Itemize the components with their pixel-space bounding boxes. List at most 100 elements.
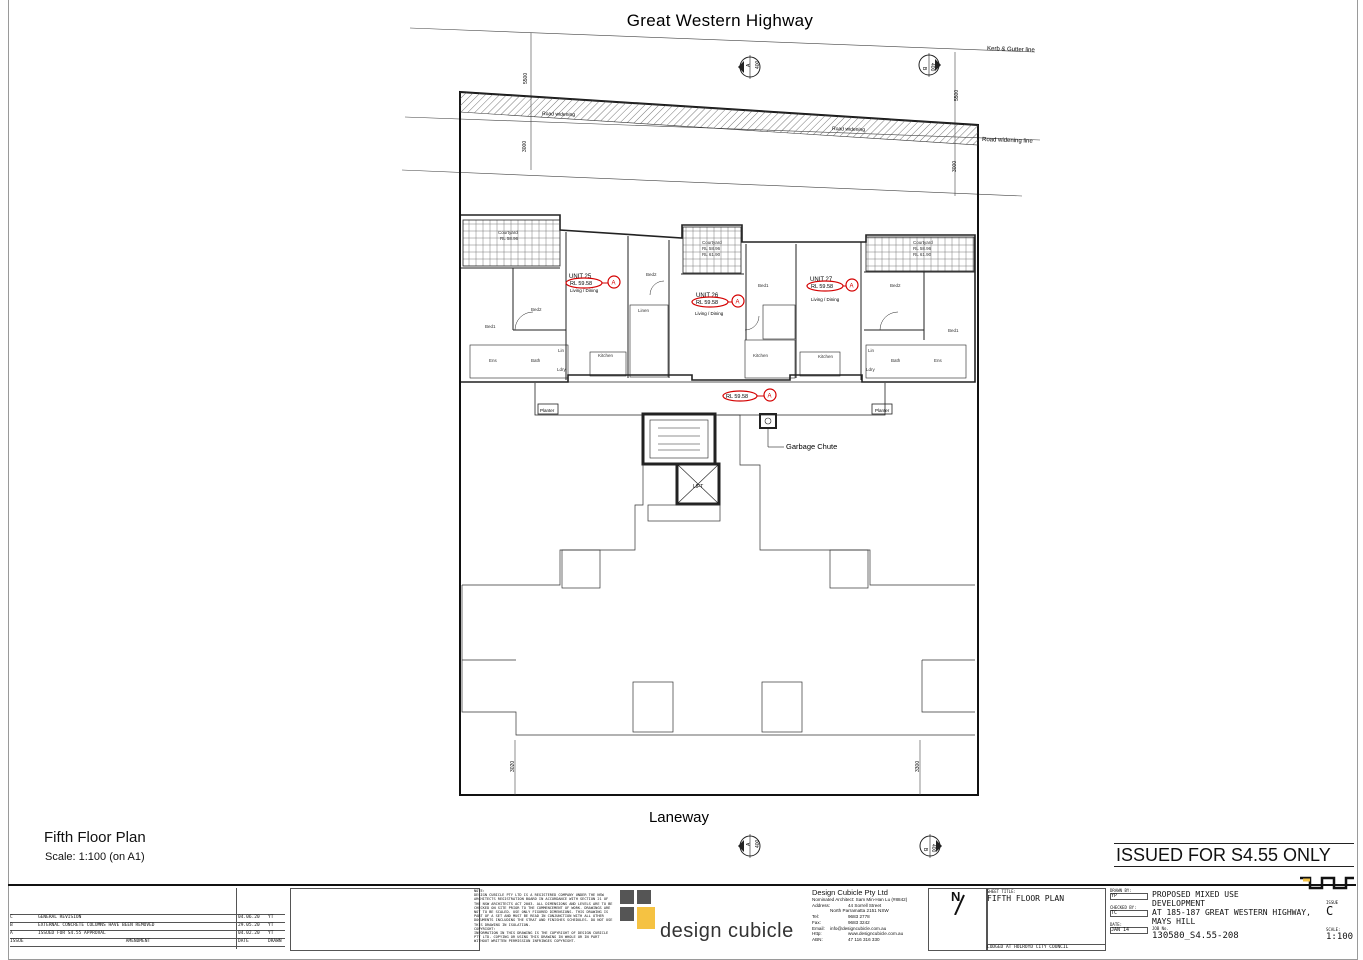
svg-text:Courtyard: Courtyard	[702, 240, 722, 245]
svg-text:Bed1: Bed1	[485, 324, 496, 329]
section-marker-b-top: B 400	[918, 53, 941, 77]
svg-text:400: 400	[755, 839, 761, 848]
svg-text:RL 58.96: RL 58.96	[500, 236, 519, 241]
svg-text:B: B	[922, 848, 928, 852]
svg-text:A: A	[736, 300, 740, 306]
north-arrow-icon	[954, 894, 965, 915]
unit-27-label: UNIT 27 RL 59.58 A Living / Dining	[806, 277, 859, 302]
issued-stamp: ISSUED FOR S4.55 ONLY	[1116, 845, 1331, 865]
drawn-checked-panel: DRAWN BY: YP CHECKED BY: TC DATE: JAN 14	[1110, 888, 1148, 934]
company-logo: design cubicle	[620, 890, 810, 948]
revision-table: C GENERAL REVISION 04.06.20 YT B EXTERNA…	[10, 914, 285, 947]
svg-text:RL 59.58: RL 59.58	[696, 300, 718, 306]
svg-text:Bed2: Bed2	[646, 272, 657, 277]
section-marker-a-bottom: A 400	[738, 834, 761, 858]
corridor	[534, 383, 893, 416]
podium-roof	[461, 414, 975, 736]
kerb-line	[409, 27, 1036, 53]
svg-text:Kitchen: Kitchen	[598, 353, 614, 358]
corridor-rl-label: RL 59.58 A	[722, 388, 777, 402]
plan-scale: Scale: 1:100 (on A1)	[45, 851, 145, 863]
svg-text:RL 58.96: RL 58.96	[913, 246, 932, 251]
planter-left: Planter	[540, 408, 555, 413]
dim-3000-right: 3000	[952, 161, 958, 172]
dim-3300-right: 3300	[915, 761, 921, 772]
title-block: C GENERAL REVISION 04.06.20 YT B EXTERNA…	[8, 876, 1356, 951]
svg-text:Linen: Linen	[638, 308, 650, 313]
svg-text:RL 58.96: RL 58.96	[702, 246, 721, 251]
blank-panel	[290, 888, 480, 951]
site-boundary	[459, 90, 979, 796]
logo-text: design cubicle	[660, 920, 794, 942]
svg-text:RL 61.90: RL 61.90	[702, 252, 721, 257]
svg-text:RL 59.58: RL 59.58	[811, 284, 833, 290]
unit-26-label: UNIT 26 RL 59.58 A Living / Dining	[691, 293, 745, 316]
svg-text:Bed2: Bed2	[890, 283, 901, 288]
lift-label: LIFT	[693, 484, 703, 490]
sheet-title-panel: SHEET TITLE: FIFTH FLOOR PLAN LODGED AT …	[986, 888, 1106, 951]
setback-line	[401, 169, 1023, 197]
courtyard-3	[865, 236, 975, 272]
road-widening-hatch	[459, 91, 979, 146]
dim-3020-left: 3020	[510, 761, 516, 772]
project-panel: PROPOSED MIXED USE DEVELOPMENT AT 185-18…	[1152, 890, 1322, 941]
svg-text:RL 59.58: RL 59.58	[726, 394, 748, 400]
svg-text:Ldry: Ldry	[557, 367, 567, 372]
svg-text:RL 59.58: RL 59.58	[570, 281, 592, 287]
road-widening-label-2: Road widening	[832, 126, 865, 133]
svg-text:Kitchen: Kitchen	[753, 353, 769, 358]
svg-text:Bed2: Bed2	[531, 307, 542, 312]
courtyard-2	[682, 226, 742, 274]
svg-text:UNIT 27: UNIT 27	[810, 277, 833, 283]
notes-panel: NOTE: DESIGN CUBICLE PTY LTD IS A REGIST…	[474, 889, 613, 944]
issue-scale-panel: ISSUE C SCALE: 1:100	[1326, 900, 1354, 942]
svg-text:A: A	[768, 394, 772, 400]
road-widening-label-1: Road widening	[542, 111, 575, 118]
svg-text:Ldry: Ldry	[866, 367, 876, 372]
svg-text:Living / Dining: Living / Dining	[570, 288, 599, 293]
revision-row: C GENERAL REVISION 04.06.20 YT	[10, 914, 285, 922]
issued-underline	[1114, 866, 1354, 867]
garbage-chute-label: Garbage Chute	[786, 442, 837, 451]
svg-text:A: A	[850, 284, 854, 290]
dim-3000-left: 3000	[522, 141, 528, 152]
svg-text:400: 400	[929, 63, 935, 72]
svg-text:Ens: Ens	[934, 358, 943, 363]
brand-mark-icon	[1300, 876, 1354, 890]
kerb-line-label: Kerb & Gutter line	[987, 46, 1036, 54]
section-marker-a-top: A 400	[738, 55, 761, 79]
stair-core	[641, 412, 777, 506]
courtyard-1	[462, 219, 561, 267]
revision-row: A ISSUED FOR S4.55 APPROVAL 04.02.20 YT	[10, 930, 285, 938]
svg-text:Living / Dining: Living / Dining	[811, 297, 840, 302]
svg-text:RL 61.90: RL 61.90	[913, 252, 932, 257]
dim-5500-left: 5500	[523, 73, 529, 84]
svg-text:A: A	[746, 63, 752, 67]
floor-plan-drawing: Great Western Highway Kerb & Gutter line…	[401, 11, 1041, 858]
company-details: Design Cubicle Pty Ltd Nominated Archite…	[812, 888, 908, 942]
north-label: N	[951, 889, 961, 904]
issued-topline	[1114, 843, 1354, 844]
svg-text:Lin: Lin	[868, 348, 875, 353]
revision-header-row: ISSUE AMENDMENT DATE DRAWN	[10, 938, 285, 947]
room-labels: Courtyard RL 58.96 Courtyard RL 58.96 RL…	[485, 230, 959, 372]
section-marker-b-bottom: B 400	[919, 834, 942, 858]
svg-text:Kitchen: Kitchen	[818, 354, 834, 359]
svg-text:UNIT 25: UNIT 25	[569, 274, 592, 280]
svg-text:Lin: Lin	[558, 348, 565, 353]
revision-row: B EXTERNAL CONCRETE COLUMNS HAVE BEEN RE…	[10, 922, 285, 930]
svg-text:Courtyard: Courtyard	[913, 240, 933, 245]
svg-text:Bed1: Bed1	[758, 283, 769, 288]
svg-text:A: A	[746, 842, 752, 846]
svg-text:Courtyard: Courtyard	[498, 230, 518, 235]
road-widening-line-label: Road widening line	[982, 137, 1034, 145]
svg-text:Ens: Ens	[489, 358, 498, 363]
svg-text:A: A	[612, 281, 616, 287]
svg-text:400: 400	[930, 844, 936, 853]
sheet-title: FIFTH FLOOR PLAN	[987, 894, 1065, 903]
bottom-street-label: Laneway	[649, 809, 710, 826]
plan-title: Fifth Floor Plan	[44, 829, 146, 846]
svg-text:400: 400	[755, 60, 761, 69]
north-arrow-panel: N	[928, 888, 988, 951]
building-floor	[461, 214, 976, 383]
